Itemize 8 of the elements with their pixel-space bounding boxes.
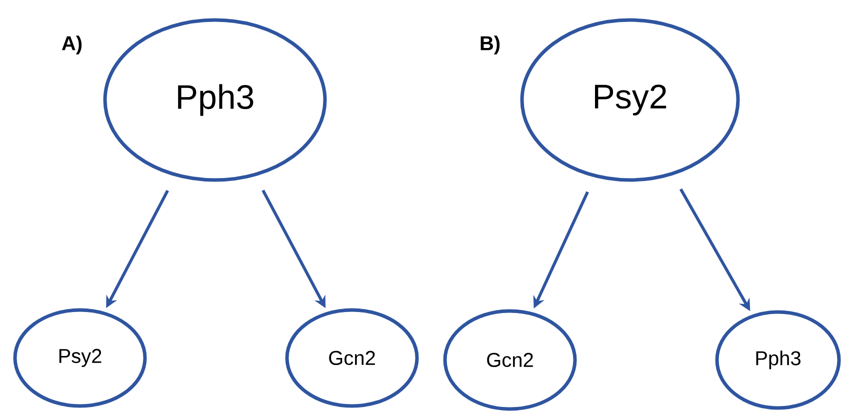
ellipse-node: Gcn2 — [443, 309, 577, 411]
ellipse-node: Psy2 — [520, 18, 740, 182]
panel-label: A) — [62, 36, 82, 54]
ellipse-node: Pph3 — [715, 310, 841, 410]
ellipse-node: Pph3 — [103, 18, 327, 182]
panel-label: B) — [480, 36, 500, 54]
ellipse-node: Gcn2 — [285, 308, 419, 408]
ellipse-node: Psy2 — [13, 308, 147, 408]
